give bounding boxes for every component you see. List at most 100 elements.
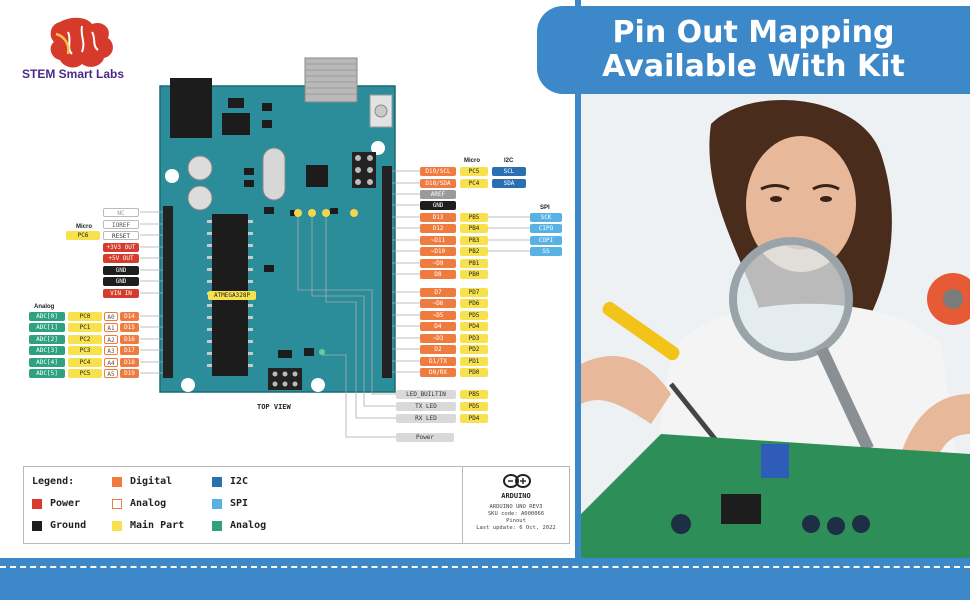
port-pb3: PB3 [460,236,488,245]
pin-d4: D4 [420,322,456,331]
port-pc0: PC0 [68,312,102,321]
pin-d6: ~D6 [420,299,456,308]
pin-5v: +5V OUT [103,254,139,263]
port-pd5: PD5 [460,311,488,320]
legend-ground: Ground [50,520,87,531]
footer-dashed-line [0,566,970,568]
legend-sku: SKU code: A000066 [487,511,545,517]
pin-reset: RESET [103,231,139,240]
port-pb0: PB0 [460,270,488,279]
spi-ss: SS [530,247,562,256]
chip-label: ATMEGA328P [208,291,256,300]
port-pc3: PC3 [68,346,102,355]
port-pc4: PC4 [68,358,102,367]
pin-gnd-2: GND [103,277,139,286]
port-pd2: PD2 [460,345,488,354]
analog-a2: A2 [104,335,118,344]
legend-swatch-spi [212,499,222,509]
pin-aref: AREF [420,190,456,199]
port-pc5-right: PC5 [460,167,488,176]
i2c-sda: SDA [492,179,526,188]
port-pc4-right: PC4 [460,179,488,188]
digital-d17: D17 [120,346,139,355]
pin-d13: D13 [420,213,456,222]
digital-d18: D18 [120,358,139,367]
i2c-scl: SCL [492,167,526,176]
power-led-label: Power [396,433,454,442]
photo-illustration [581,94,970,558]
pin-gnd-1: GND [103,266,139,275]
port-pd3: PD3 [460,334,488,343]
adc-4: ADC[4] [29,358,65,367]
legend-swatch-digital [112,477,122,487]
pin-d5: ~D5 [420,311,456,320]
micro-pc6: PC6 [66,231,100,240]
top-view-label: TOP VIEW [257,403,291,411]
pin-d12: D12 [420,224,456,233]
legend-swatch-analog-outline [112,499,122,509]
spi-copi: COPI [530,236,562,245]
adc-2: ADC[2] [29,335,65,344]
pin-nc: NC [103,208,139,217]
pin-d2: D2 [420,345,456,354]
digital-d15: D15 [120,323,139,332]
legend-spi: SPI [230,498,249,509]
analog-a1: A1 [104,323,118,332]
brain-logo-icon [50,17,113,68]
adc-1: ADC[1] [29,323,65,332]
pin-d18-sda: D18/SDA [420,179,456,188]
port-pb1: PB1 [460,259,488,268]
legend-board-name: ARDUINO UNO REV3 [489,504,543,510]
pin-d1-tx: D1/TX [420,357,456,366]
banner-line-2: Available With Kit [602,49,905,84]
legend-title: Legend: [32,476,75,487]
spi-sck: SCK [530,213,562,222]
legend-swatch-main-part [112,521,122,531]
legend-swatch-analog-green [212,521,222,531]
adc-5: ADC[5] [29,369,65,378]
pin-ioref: IOREF [103,220,139,229]
right-i2c-header: I2C [504,158,514,164]
banner-line-1: Pin Out Mapping [612,15,895,50]
title-banner: Pin Out Mapping Available With Kit [537,6,970,94]
analog-a3: A3 [104,346,118,355]
digital-d14: D14 [120,312,139,321]
pin-d11: ~D11 [420,236,456,245]
pin-d0-rx: D0/RX [420,368,456,377]
pin-d8: D8 [420,270,456,279]
led-builtin-label: LED_BUILTIN [396,390,456,399]
spi-cipo: CIPO [530,224,562,233]
legend-i2c: I2C [230,476,249,487]
pin-d7: D7 [420,288,456,297]
legend-swatch-ground [32,521,42,531]
rx-led-port: PD4 [460,414,488,423]
pin-d10: ~D10 [420,247,456,256]
port-pd0: PD0 [460,368,488,377]
left-analog-header: Analog [34,304,55,310]
legend-analog-green: Analog [230,520,267,531]
arduino-infinity-logo-icon [503,474,531,488]
right-spi-header: SPI [540,205,550,211]
pin-d19-scl: D19/SCL [420,167,456,176]
port-pb5: PB5 [460,213,488,222]
analog-a0: A0 [104,312,118,321]
legend-divider [462,467,463,543]
port-pc1: PC1 [68,323,102,332]
port-pd6: PD6 [460,299,488,308]
legend-main-part: Main Part [130,520,185,531]
pin-3v3: +3V3 OUT [103,243,139,252]
port-pc2: PC2 [68,335,102,344]
port-pd4: PD4 [460,322,488,331]
port-pd1: PD1 [460,357,488,366]
legend-logo-text: ARDUINO [501,492,531,500]
soldering-photo [581,94,970,558]
analog-a4: A4 [104,358,118,367]
adc-3: ADC[3] [29,346,65,355]
legend-swatch-i2c [212,477,222,487]
footer-band [0,558,970,600]
pinout-panel: STEM Smart Labs [22,17,570,544]
tx-led-port: PD5 [460,402,488,411]
legend-power: Power [50,498,81,509]
adc-0: ADC[0] [29,312,65,321]
port-pc5: PC5 [68,369,102,378]
